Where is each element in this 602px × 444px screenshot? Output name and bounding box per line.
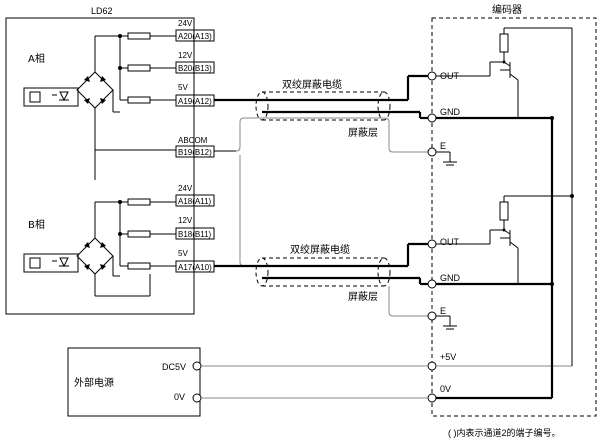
- pullup-resistor-a: [499, 33, 509, 53]
- resistor-a-12v: [127, 64, 151, 72]
- footnote: ( )内表示通道2的端子编号。: [448, 427, 561, 438]
- cable-b-label: 双绞屏蔽电缆: [290, 243, 350, 256]
- cable-a-end-left: [255, 91, 269, 121]
- ext-0v-terminal: [192, 393, 202, 403]
- pin-a1-box: [175, 29, 215, 42]
- dc5v-label: DC5V: [162, 362, 186, 372]
- encoder-box: [431, 17, 597, 417]
- optocoupler-b: [23, 253, 79, 273]
- pin-a1-voltage: 24V: [178, 19, 193, 28]
- enc-a-out-terminal: [427, 71, 437, 81]
- optocoupler-a: [23, 87, 79, 107]
- pin-a2-box: [175, 61, 215, 74]
- enc-a-e-label: E: [440, 141, 446, 151]
- module-title: LD62: [91, 6, 113, 16]
- enc-b-gnd-label: GND: [440, 273, 461, 283]
- enc-b-out-terminal: [427, 239, 437, 249]
- cable-a-label: 双绞屏蔽电缆: [282, 78, 342, 91]
- cable-b-end-left: [255, 257, 269, 287]
- pin-common-label: B19(B12): [178, 148, 212, 157]
- ext-0v-label: 0V: [174, 392, 185, 402]
- module-box: [5, 17, 195, 315]
- enc-0v-terminal: [427, 393, 437, 403]
- bridge-rectifier-b: [76, 237, 114, 275]
- resistor-a-24v: [127, 32, 151, 40]
- pin-a2-label: B20(B13): [178, 64, 212, 73]
- enc-b-out-label: OUT: [440, 237, 460, 247]
- enc-plus5-terminal: [427, 361, 437, 371]
- shield-b-label: 屏蔽层: [348, 291, 378, 303]
- enc-a-gnd-label: GND: [440, 107, 461, 117]
- pin-b1-voltage: 24V: [178, 184, 193, 193]
- ext-power-label: 外部电源: [74, 376, 114, 389]
- resistor-a-5v: [127, 96, 151, 104]
- cable-a-end-right: [377, 91, 391, 121]
- enc-plus5-label: +5V: [440, 352, 456, 362]
- pin-b1-box: [175, 194, 215, 207]
- resistor-b-5v: [127, 262, 151, 270]
- dc5v-terminal: [192, 361, 202, 371]
- enc-0v-label: 0V: [440, 384, 451, 394]
- enc-b-gnd-terminal: [427, 279, 437, 289]
- enc-b-e-terminal: [427, 311, 437, 321]
- pin-b2-label: B18(B11): [178, 230, 212, 239]
- bridge-rectifier-a: [76, 71, 114, 109]
- pin-b2-box: [175, 227, 215, 240]
- pin-b1-label: A18(A11): [178, 197, 212, 206]
- pin-a3-label: A19(A12): [178, 97, 212, 106]
- abcom-label: ABCOM: [178, 136, 208, 145]
- pin-a2-voltage: 12V: [178, 51, 193, 60]
- encoder-title: 编码器: [492, 3, 522, 16]
- cable-b-end-right: [377, 257, 391, 287]
- resistor-b-12v: [127, 230, 151, 238]
- shield-a-label: 屏蔽层: [348, 127, 378, 139]
- pin-b3-voltage: 5V: [178, 249, 188, 258]
- pullup-resistor-b: [499, 201, 509, 221]
- pin-a1-label: A20(A13): [178, 32, 212, 41]
- phase-a-label: A相: [28, 52, 45, 65]
- enc-a-e-terminal: [427, 147, 437, 157]
- pin-a3-voltage: 5V: [178, 83, 188, 92]
- enc-b-e-label: E: [440, 306, 446, 316]
- pin-b2-voltage: 12V: [178, 216, 193, 225]
- phase-b-label: B相: [28, 218, 45, 231]
- enc-a-gnd-terminal: [427, 113, 437, 123]
- ext-power-box: [67, 347, 201, 417]
- pin-b3-label: A17(A10): [178, 263, 212, 272]
- resistor-b-24v: [127, 198, 151, 206]
